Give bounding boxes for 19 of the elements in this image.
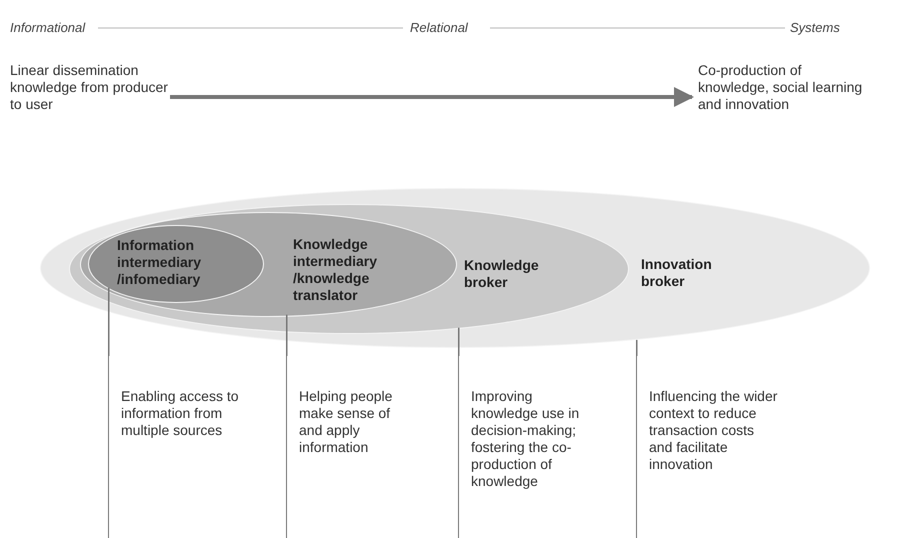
ellipse-label: Information intermediary /infomediary [117, 237, 202, 288]
scale-label: Informational [10, 20, 86, 35]
description-text: Helping people make sense of and apply information [286, 356, 416, 538]
arrow [170, 87, 694, 107]
ellipse-label: Innovation broker [641, 256, 713, 290]
ellipse-label: Knowledge broker [464, 257, 540, 291]
description-text: Co-production of knowledge, social learning and innovation [698, 62, 873, 116]
description-text: Enabling access to information from multiple sources [108, 356, 248, 538]
leader-line [458, 328, 460, 356]
nested-ellipse [88, 225, 264, 303]
scale-label: Systems [790, 20, 840, 35]
description-text: Influencing the wider context to reduce transaction costs and facilitate innovation [636, 356, 781, 538]
scale-label: Relational [410, 20, 468, 35]
leader-line [636, 340, 638, 356]
ellipse-label: Knowledge intermediary /knowledge translator [293, 236, 378, 304]
leader-line [108, 288, 110, 356]
description-text: Linear dissemination knowledge from producer to user [10, 62, 175, 116]
leader-line [286, 314, 288, 356]
description-text: Improving knowledge use in decision-making; fostering the co-production of knowledge [458, 356, 593, 538]
